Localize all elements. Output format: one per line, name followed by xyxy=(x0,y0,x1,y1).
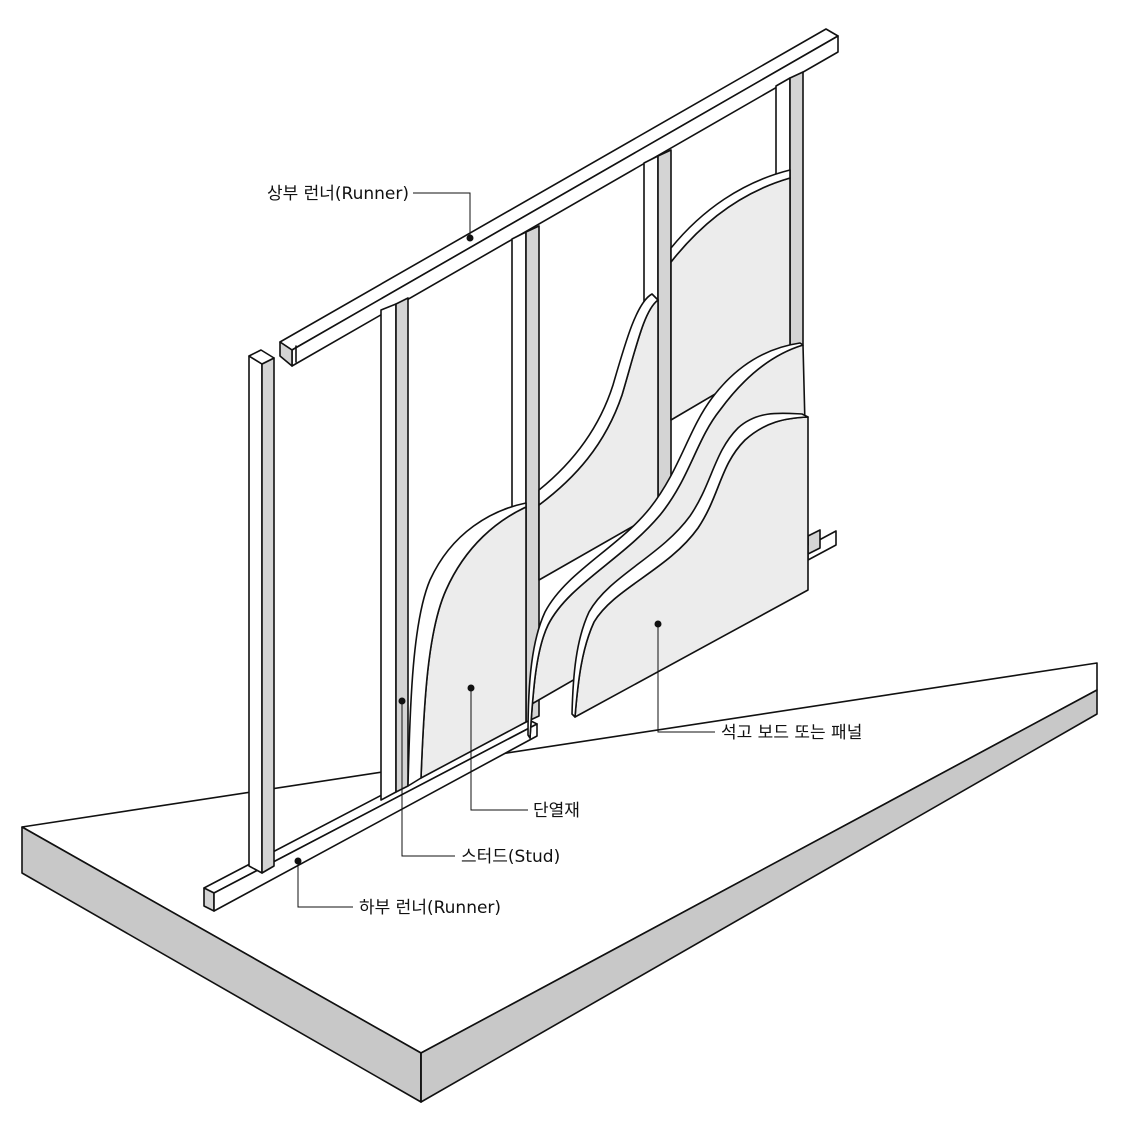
label-top-runner: 상부 런너(Runner) xyxy=(267,184,409,204)
label-insulation: 단열재 xyxy=(533,801,580,821)
stud-2 xyxy=(380,297,409,801)
floor-slab xyxy=(21,662,1098,1103)
label-bottom-runner: 하부 런너(Runner) xyxy=(359,898,501,918)
top-runner-dot xyxy=(466,234,474,242)
bottom-runner-dot xyxy=(294,857,302,865)
stud-dot xyxy=(398,697,406,705)
stud-1 xyxy=(248,349,275,874)
insulation-dot xyxy=(467,684,475,692)
gypsum-board xyxy=(527,342,809,739)
labels: 상부 런너(Runner) 석고 보드 또는 패널 단열재 스터드(Stud) … xyxy=(267,184,862,918)
bottom-runner-face xyxy=(203,887,215,912)
top-runner xyxy=(279,28,839,367)
top-runner-end-face xyxy=(279,341,293,367)
callouts xyxy=(294,192,715,908)
label-stud: 스터드(Stud) xyxy=(461,847,560,867)
board-dot xyxy=(654,620,662,628)
bottom-runner xyxy=(203,529,837,912)
insulation xyxy=(407,502,527,787)
label-board: 석고 보드 또는 패널 xyxy=(721,723,862,743)
